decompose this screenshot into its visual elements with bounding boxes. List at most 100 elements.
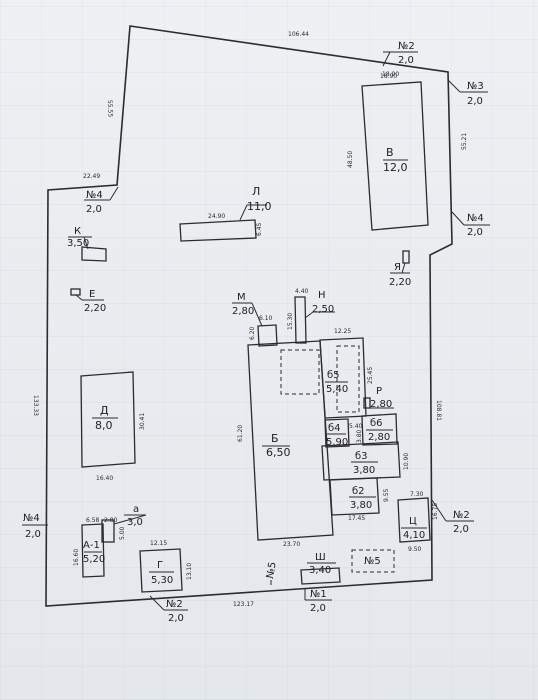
svg-text:Л: Л [252, 185, 260, 198]
svg-text:8,0: 8,0 [95, 419, 113, 432]
building-b6: б6 2,80 3.80 [356, 413, 398, 446]
svg-text:6.20: 6.20 [249, 326, 256, 340]
svg-text:2,80: 2,80 [370, 399, 392, 410]
svg-text:5,20: 5,20 [83, 554, 105, 565]
svg-text:17.45: 17.45 [348, 515, 365, 522]
svg-text:11,0: 11,0 [247, 200, 272, 213]
svg-text:А-1: А-1 [83, 540, 100, 551]
svg-text:6,50: 6,50 [266, 446, 291, 459]
svg-text:3,80: 3,80 [353, 465, 375, 476]
svg-text:№4: №4 [467, 213, 484, 224]
svg-text:4.40: 4.40 [295, 288, 309, 295]
marker-3: №3 2,0 [447, 79, 488, 107]
building-a1: А-1 5,20 6.58 16.60 [73, 517, 105, 578]
svg-text:б3: б3 [355, 451, 368, 462]
svg-text:2,0: 2,0 [467, 227, 483, 238]
building-sh: Ш 3,40 [300, 552, 341, 585]
svg-text:4,10: 4,10 [403, 530, 425, 541]
svg-text:2.80: 2.80 [104, 517, 118, 524]
svg-text:2,0: 2,0 [398, 55, 414, 66]
svg-text:Н: Н [318, 290, 326, 301]
svg-text:5,90: 5,90 [326, 437, 348, 448]
svg-text:№5: №5 [265, 561, 279, 579]
dim-top: 106.44 [288, 31, 309, 38]
svg-text:9.55: 9.55 [383, 488, 390, 502]
building-d: Д 8,0 30.41 16.40 [80, 371, 146, 482]
svg-text:12,0: 12,0 [383, 161, 408, 174]
svg-text:2,50: 2,50 [312, 304, 334, 315]
building-g: Г 5,30 12.15 13.10 [139, 540, 193, 593]
svg-text:6.45: 6.45 [256, 222, 263, 236]
well-5-left: №5 [265, 561, 279, 585]
svg-text:2,0: 2,0 [25, 529, 41, 540]
svg-text:6.10: 6.10 [259, 315, 273, 322]
svg-text:2,0: 2,0 [310, 603, 326, 614]
dim-top-right: 18.90 [380, 73, 397, 80]
svg-text:2,0: 2,0 [453, 524, 469, 535]
svg-text:№2: №2 [398, 41, 415, 52]
svg-text:Ц: Ц [409, 516, 417, 527]
building-v: В 12,0 18.90 48.50 [347, 71, 429, 231]
svg-text:24.90: 24.90 [208, 213, 225, 220]
svg-text:5,40: 5,40 [326, 384, 348, 395]
svg-text:5.40: 5.40 [349, 423, 363, 430]
svg-text:10.90: 10.90 [403, 453, 410, 470]
marker-top-2: №2 2,0 [382, 41, 418, 67]
dim-right: 108.81 [435, 400, 442, 421]
svg-text:б5: б5 [327, 370, 340, 381]
building-ts: Ц 4,10 7.30 9.50 16.75 [397, 491, 439, 553]
marker-2-bottom: №2 2,0 [149, 595, 188, 624]
marker-4-upper-left: №4 2,0 [84, 186, 119, 215]
marker-1: №1 2,0 [304, 589, 332, 614]
svg-text:15.30: 15.30 [287, 313, 294, 330]
svg-text:Я: Я [394, 262, 401, 273]
svg-text:12.15: 12.15 [150, 540, 167, 547]
svg-text:3,0: 3,0 [127, 517, 143, 528]
svg-text:а: а [133, 504, 139, 515]
svg-text:№4: №4 [23, 513, 40, 524]
building-n: Н 2,50 4.40 15.30 [287, 288, 335, 344]
svg-text:№2: №2 [166, 599, 183, 610]
dim-right-upper: 55.21 [461, 133, 468, 150]
building-ya: Я 2,20 [389, 250, 411, 288]
svg-text:2,0: 2,0 [467, 96, 483, 107]
building-a-small: а 3,0 2.80 5.00 [101, 504, 147, 543]
svg-text:Р: Р [376, 386, 382, 397]
svg-text:61.20: 61.20 [237, 425, 244, 442]
svg-text:23.70: 23.70 [283, 541, 300, 548]
svg-text:М: М [237, 292, 246, 303]
svg-text:К: К [74, 226, 81, 237]
svg-text:16.75: 16.75 [432, 503, 439, 520]
well-5-right: №5 [351, 549, 395, 573]
svg-text:Г: Г [157, 560, 163, 571]
dim-step: 22.49 [83, 173, 100, 180]
svg-text:Е: Е [89, 289, 95, 300]
svg-text:б6: б6 [370, 418, 383, 429]
svg-text:№2: №2 [453, 510, 470, 521]
svg-text:2,20: 2,20 [389, 277, 411, 288]
building-b5: б5 5,40 25.45 [319, 337, 374, 419]
building-b4: б4 5,90 5.40 [324, 418, 363, 448]
svg-text:Ш: Ш [315, 552, 326, 563]
svg-text:16.60: 16.60 [73, 549, 80, 566]
svg-text:б2: б2 [352, 486, 365, 497]
svg-text:2,80: 2,80 [232, 306, 254, 317]
svg-text:12.25: 12.25 [334, 328, 351, 335]
svg-text:№3: №3 [467, 81, 484, 92]
svg-text:3,80: 3,80 [350, 500, 372, 511]
building-m: М 2,80 6.10 6.20 [232, 292, 278, 347]
svg-text:48.50: 48.50 [347, 151, 354, 168]
marker-2-right: №2 2,0 [431, 499, 474, 535]
svg-text:№4: №4 [86, 190, 103, 201]
building-l: Л 11,0 24.90 6.45 [179, 185, 272, 242]
svg-text:6.58: 6.58 [86, 517, 100, 524]
building-k: К 3,50 [67, 226, 107, 262]
svg-text:3,50: 3,50 [67, 238, 89, 249]
svg-text:16.40: 16.40 [96, 475, 113, 482]
marker-4-left: №4 2,0 [22, 513, 48, 540]
dim-left: 133.33 [32, 395, 39, 416]
svg-text:9.50: 9.50 [408, 546, 422, 553]
svg-text:3,40: 3,40 [309, 565, 331, 576]
building-e: Е 2,20 [70, 288, 106, 314]
svg-text:2,20: 2,20 [84, 303, 106, 314]
